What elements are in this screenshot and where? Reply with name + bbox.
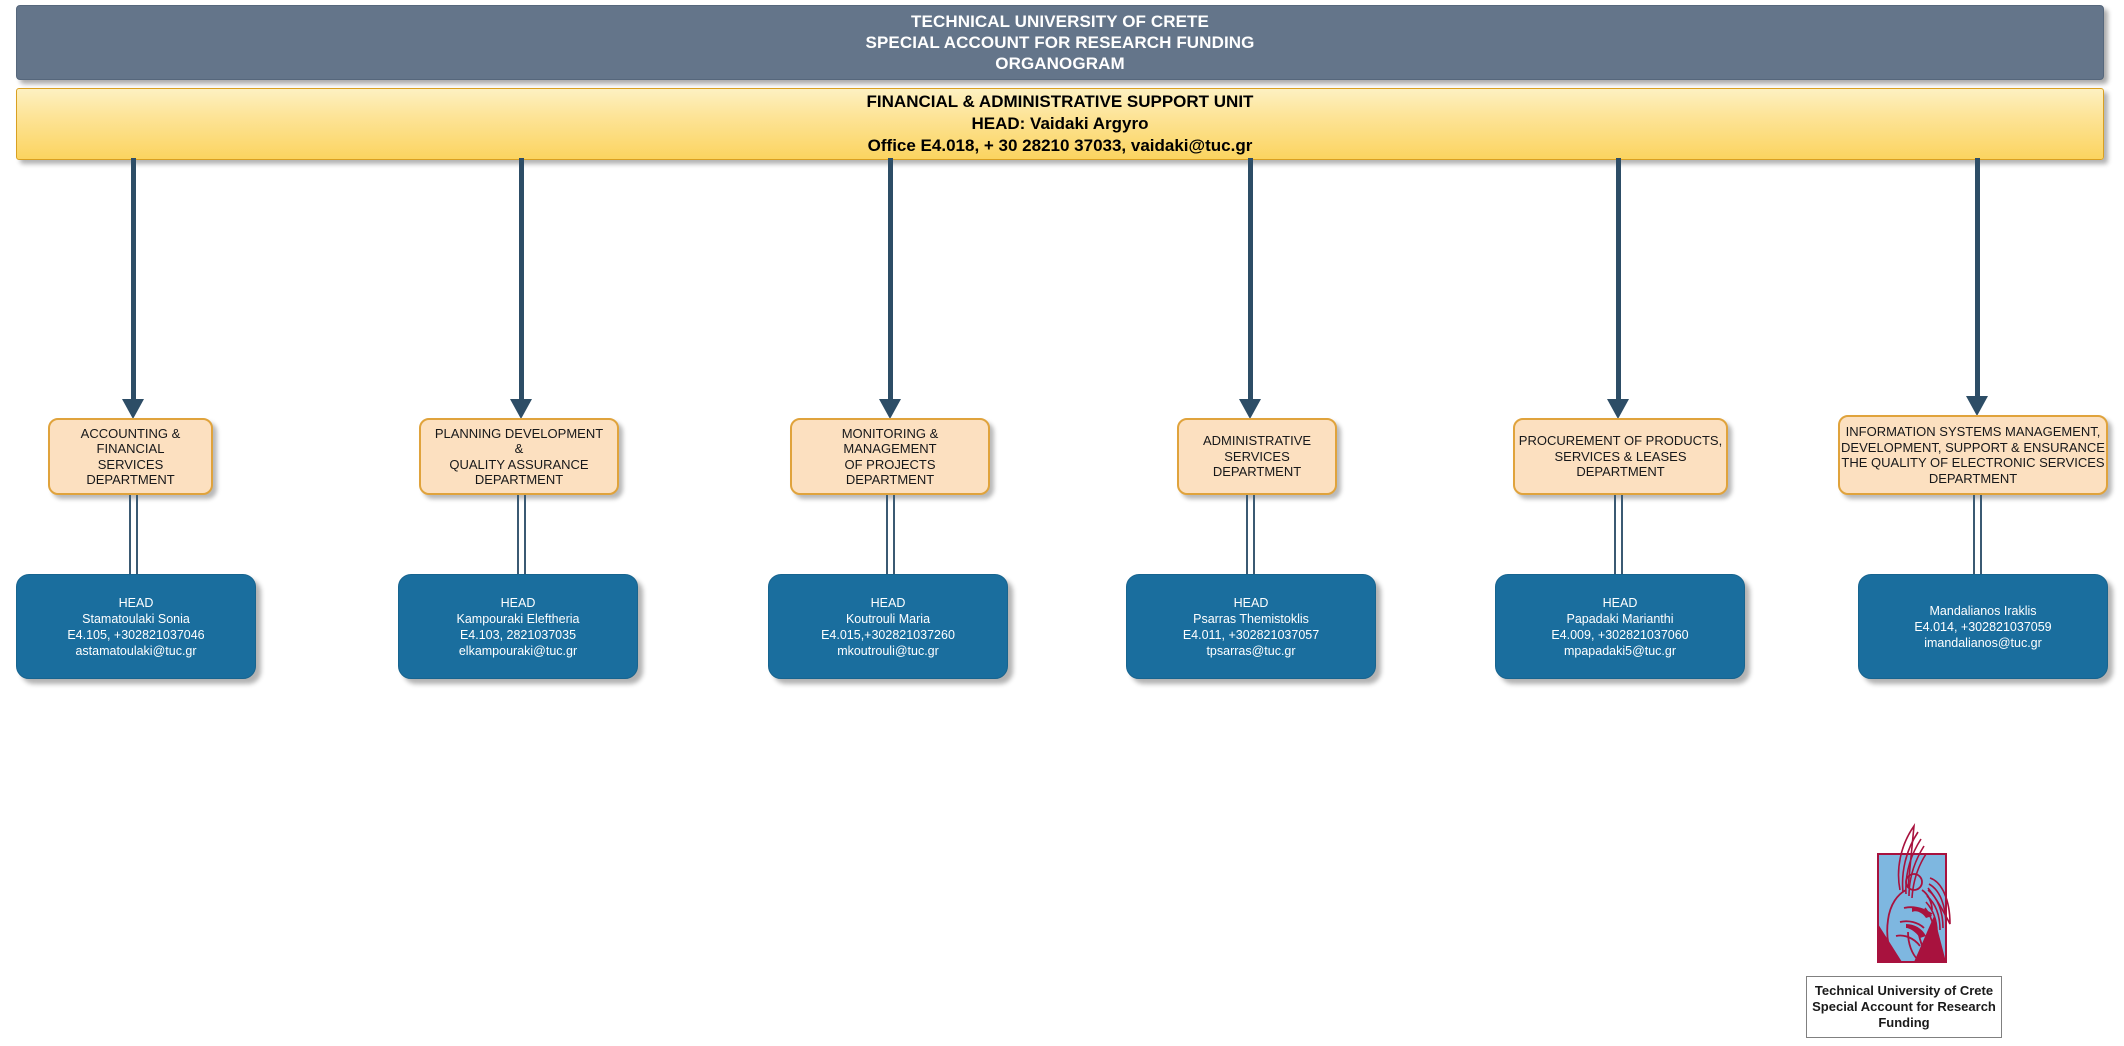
department-label-line: DEPARTMENT <box>1212 464 1302 480</box>
head-email: astamatoulaki@tuc.gr <box>75 643 197 658</box>
connector-arrow-shaft-6 <box>1975 158 1980 396</box>
department-label-line: ADMINISTRATIVE <box>1202 433 1312 449</box>
tuc-emblem-icon <box>1877 823 1951 963</box>
head-office-phone: E4.014, +302821037059 <box>1914 619 2052 634</box>
financial-administrative-support-unit-banner: FINANCIAL & ADMINISTRATIVE SUPPORT UNIT … <box>16 88 2104 160</box>
university-logo <box>1856 812 1968 972</box>
department-label-line: THE QUALITY OF ELECTRONIC SERVICES <box>1841 455 2105 470</box>
department-label-line: OF PROJECTS <box>844 456 936 472</box>
head-office-phone: E4.103, 2821037035 <box>459 627 577 642</box>
connector-double-line-5 <box>1614 495 1623 574</box>
title-line-account: SPECIAL ACCOUNT FOR RESEARCH FUNDING <box>865 33 1255 52</box>
head-person-name: Psarras Themistoklis <box>1193 611 1309 626</box>
connector-arrow-shaft-3 <box>888 158 893 399</box>
head-role-label: HEAD <box>1602 595 1638 610</box>
department-label-line: MANAGEMENT <box>843 441 937 456</box>
connector-arrow-shaft-5 <box>1616 158 1621 399</box>
connector-arrow-head-2 <box>510 399 532 419</box>
logo-caption-line-1: Technical University of Crete <box>1814 983 1994 998</box>
department-label-line: DEPARTMENT <box>1928 470 2018 486</box>
head-email: mpapadaki5@tuc.gr <box>1563 643 1677 658</box>
connector-double-line-4 <box>1246 495 1255 574</box>
department-label-line: MONITORING & <box>841 425 939 441</box>
unit-head-contact: Office E4.018, + 30 28210 37033, vaidaki… <box>867 136 1253 155</box>
department-box-6[interactable]: INFORMATION SYSTEMS MANAGEMENT,DEVELOPME… <box>1838 415 2108 495</box>
department-box-5[interactable]: PROCUREMENT OF PRODUCTS,SERVICES & LEASE… <box>1513 418 1728 495</box>
head-person-name: Stamatoulaki Sonia <box>82 611 190 626</box>
connector-arrow-head-6 <box>1966 396 1988 416</box>
department-label-line: & <box>514 441 524 456</box>
head-email: tpsarras@tuc.gr <box>1206 643 1296 658</box>
department-label-line: SERVICES <box>1224 448 1290 464</box>
logo-caption-line-2: Special Account for Research <box>1812 999 1996 1014</box>
organogram-title-banner: TECHNICAL UNIVERSITY OF CRETE SPECIAL AC… <box>16 5 2104 80</box>
department-label-line: DEVELOPMENT, SUPPORT & ENSURANCE <box>1841 439 2105 455</box>
head-role-label: HEAD <box>870 595 906 610</box>
unit-name: FINANCIAL & ADMINISTRATIVE SUPPORT UNIT <box>866 92 1254 111</box>
logo-caption-line-3: Funding <box>1878 1015 1930 1030</box>
department-label-line: PLANNING DEVELOPMENT <box>434 425 604 441</box>
department-label-line: FINANCIAL <box>96 441 165 456</box>
head-person-name: Koutrouli Maria <box>845 611 931 626</box>
connector-arrow-shaft-4 <box>1248 158 1253 399</box>
title-line-university: TECHNICAL UNIVERSITY OF CRETE <box>911 12 1209 31</box>
connector-double-line-3 <box>886 495 895 574</box>
department-label-line: DEPARTMENT <box>474 472 564 487</box>
head-email: elkampouraki@tuc.gr <box>458 643 578 658</box>
head-role-label: HEAD <box>500 595 536 610</box>
head-role-label: HEAD <box>1233 595 1269 610</box>
head-office-phone: E4.015,+302821037260 <box>821 627 955 642</box>
head-role-label: HEAD <box>118 595 154 610</box>
department-label-line: PROCUREMENT OF PRODUCTS, <box>1518 433 1723 449</box>
head-email: imandalianos@tuc.gr <box>1924 635 2042 650</box>
connector-double-line-1 <box>129 495 138 574</box>
unit-head-name: HEAD: Vaidaki Argyro <box>971 114 1149 133</box>
head-person-name: Mandalianos Iraklis <box>1929 603 2037 618</box>
logo-caption: Technical University of Crete Special Ac… <box>1806 976 2002 1038</box>
department-label-line: DEPARTMENT <box>845 472 935 487</box>
connector-arrow-head-5 <box>1607 399 1629 419</box>
head-office-phone: E4.105, +302821037046 <box>67 627 205 642</box>
connector-arrow-head-1 <box>122 399 144 419</box>
department-label-line: DEPARTMENT <box>86 472 175 487</box>
head-person-name: Papadaki Marianthi <box>1566 611 1674 626</box>
department-label-line: INFORMATION SYSTEMS MANAGEMENT, <box>1845 424 2101 439</box>
title-line-organogram: ORGANOGRAM <box>995 54 1125 73</box>
head-email: mkoutrouli@tuc.gr <box>837 643 939 658</box>
head-person-name: Kampouraki Eleftheria <box>456 611 580 626</box>
connector-double-line-2 <box>517 495 526 574</box>
department-label-line: SERVICES & LEASES <box>1554 448 1687 464</box>
department-label-line: ACCOUNTING & <box>80 425 181 441</box>
connector-arrow-shaft-2 <box>519 158 524 399</box>
connector-arrow-head-3 <box>879 399 901 419</box>
department-label-line: DEPARTMENT <box>1576 464 1665 480</box>
head-office-phone: E4.009, +302821037060 <box>1551 627 1689 642</box>
department-label-line: SERVICES <box>97 456 164 472</box>
head-office-phone: E4.011, +302821037057 <box>1182 627 1320 642</box>
department-label-line: QUALITY ASSURANCE <box>449 456 589 472</box>
connector-arrow-head-4 <box>1239 399 1261 419</box>
connector-arrow-shaft-1 <box>131 158 136 399</box>
connector-double-line-6 <box>1973 495 1982 574</box>
